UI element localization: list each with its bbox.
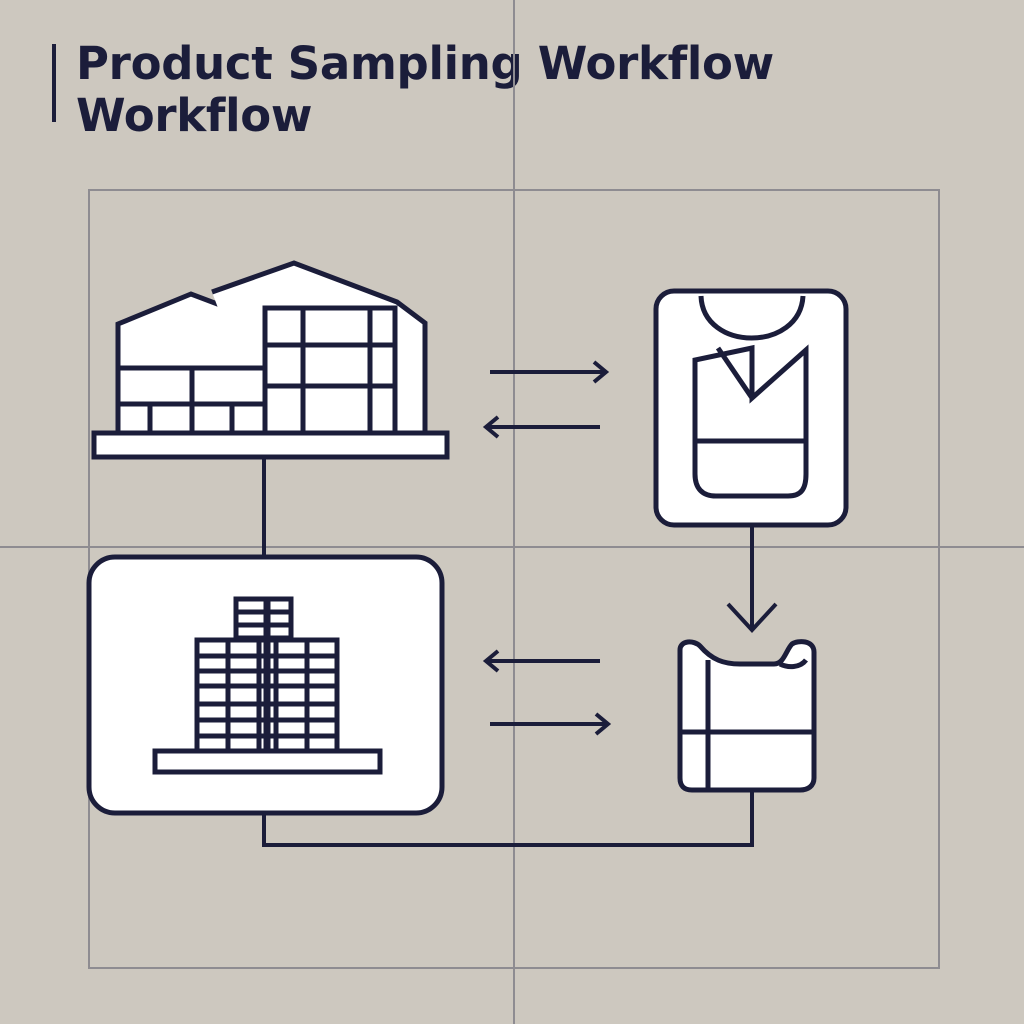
garment-shirt-icon	[653, 288, 849, 528]
folded-garment-icon	[677, 639, 817, 793]
factory-building-icon	[91, 260, 450, 460]
arrow-right-bottom	[490, 712, 612, 736]
title-line-1: Product Sampling Workflow	[76, 37, 774, 90]
connector-lines	[262, 457, 754, 847]
title-accent-bar	[52, 44, 56, 122]
page-title: Product Sampling Workflow Workflow	[76, 38, 976, 142]
arrow-left-top	[482, 415, 600, 439]
arrow-down	[726, 602, 778, 633]
arrow-left-bottom	[482, 649, 600, 673]
arrow-right-top	[490, 360, 610, 384]
stacked-boxes-building-icon	[152, 596, 383, 775]
title-line-2: Workflow	[76, 89, 313, 142]
